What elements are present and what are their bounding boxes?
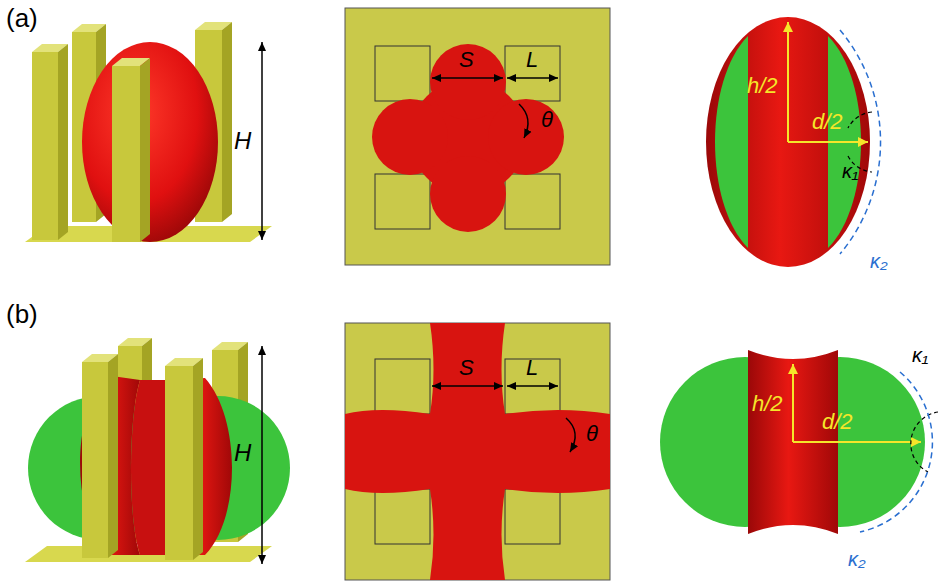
section-a-part bbox=[715, 36, 748, 248]
section-b-part bbox=[911, 412, 938, 472]
dimension-label: h/2 bbox=[752, 392, 783, 416]
top-view-b-part bbox=[375, 489, 430, 544]
panel-letter: (a) bbox=[6, 4, 38, 33]
pillars-3d-front-a-part bbox=[32, 52, 58, 240]
dimension-label: h/2 bbox=[747, 74, 778, 98]
section-a-part bbox=[848, 112, 872, 128]
dimension-label: d/2 bbox=[822, 410, 853, 434]
pillars-3d-a-part bbox=[222, 22, 232, 222]
top-view-b-part bbox=[375, 359, 430, 414]
top-view-a-part bbox=[345, 8, 610, 265]
section-a-part bbox=[840, 30, 881, 254]
top-view-b bbox=[345, 323, 610, 580]
dimension-label: H bbox=[234, 440, 251, 466]
top-view-a-part bbox=[375, 174, 430, 229]
height-arrow bbox=[261, 42, 263, 240]
dimension-label: L bbox=[526, 48, 538, 72]
section-a bbox=[706, 17, 881, 267]
pillars-3d-a bbox=[25, 22, 272, 242]
top-view-a-part bbox=[505, 174, 560, 229]
pillars-3d-front-b-part bbox=[165, 366, 193, 560]
top-view-b-part bbox=[345, 323, 610, 580]
top-view-a-part bbox=[505, 46, 560, 101]
top-view-a-part bbox=[372, 44, 564, 232]
dimension-label: H bbox=[234, 128, 251, 154]
top-view-a bbox=[345, 8, 610, 265]
pillars-3d-front-a bbox=[32, 44, 150, 242]
curvature-label: κ₂ bbox=[870, 250, 888, 272]
top-view-a-part bbox=[432, 77, 503, 79]
top-view-b-part bbox=[507, 385, 558, 387]
curvature-label: κ₁ bbox=[912, 344, 928, 366]
pillars-3d-front-b-part bbox=[108, 354, 118, 558]
top-view-b-part bbox=[505, 489, 560, 544]
section-a-part bbox=[787, 22, 789, 142]
top-view-a-part-part bbox=[430, 156, 506, 232]
panel-letter: (b) bbox=[6, 300, 38, 329]
section-b-part bbox=[860, 372, 932, 532]
dimension-label: L bbox=[526, 356, 538, 380]
section-b bbox=[660, 350, 938, 534]
dimension-label: d/2 bbox=[812, 110, 843, 134]
pillars-3d-front-b-part bbox=[82, 362, 108, 558]
top-view-a-part-part bbox=[488, 99, 564, 175]
top-view-a-part-part bbox=[372, 99, 448, 175]
pillars-3d-front-b-part bbox=[193, 358, 203, 560]
pillars-3d-front-a-part bbox=[58, 44, 68, 240]
top-view-a-part bbox=[375, 46, 430, 101]
top-view-b-part bbox=[432, 385, 503, 387]
top-view-a-part bbox=[507, 77, 558, 79]
angle-label: θ bbox=[586, 422, 598, 446]
section-b-part bbox=[792, 364, 794, 442]
pillars-3d-front-b bbox=[82, 354, 203, 560]
angle-label: θ bbox=[541, 108, 553, 132]
droplet-3d-b bbox=[28, 375, 290, 555]
dimension-label: S bbox=[459, 356, 474, 380]
droplet-3d-a bbox=[82, 42, 218, 242]
pillars-3d-front-a-part bbox=[112, 66, 140, 242]
curvature-label: κ₁ bbox=[842, 160, 858, 182]
top-view-a-part-part bbox=[430, 44, 506, 120]
top-view-b-part bbox=[566, 418, 575, 452]
section-a-part bbox=[788, 141, 868, 143]
section-b-part bbox=[793, 441, 921, 443]
curvature-label: κ₂ bbox=[848, 548, 866, 570]
section-a-part bbox=[706, 17, 870, 267]
height-arrow bbox=[261, 346, 263, 564]
top-view-a-part bbox=[519, 104, 528, 138]
pillars-3d-front-a-part bbox=[140, 58, 150, 242]
top-view-b-part bbox=[345, 323, 610, 580]
dimension-label: S bbox=[459, 48, 474, 72]
